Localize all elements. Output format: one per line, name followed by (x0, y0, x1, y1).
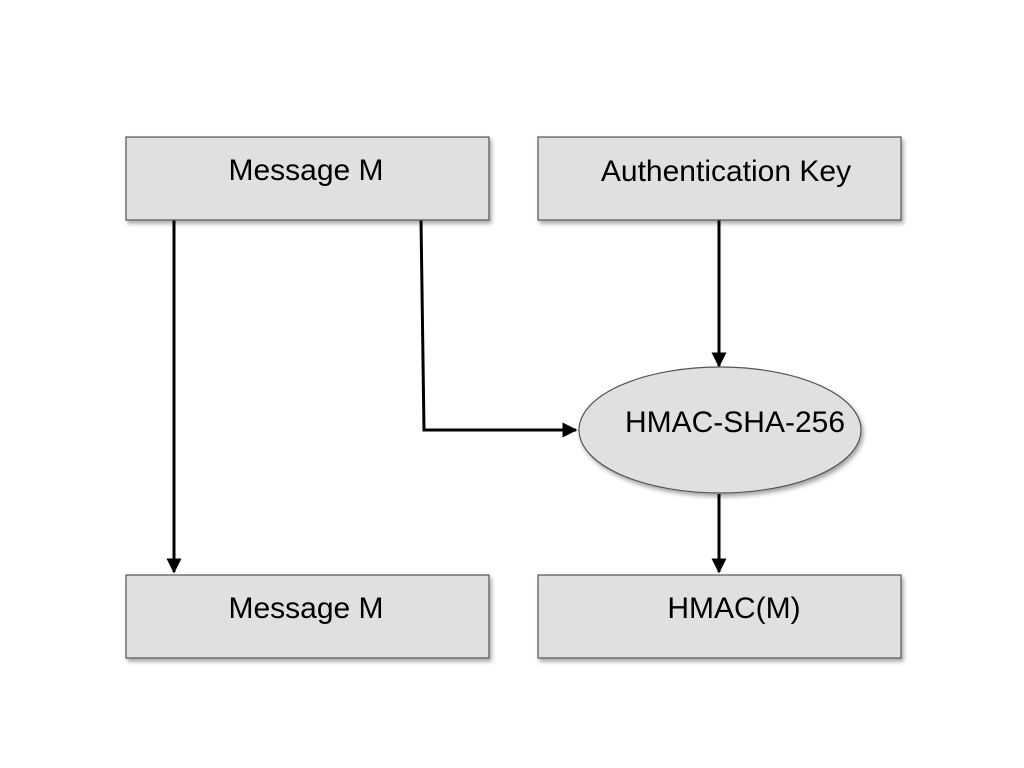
edge-message-to-hmac (419, 219, 578, 438)
hmac-function-label: HMAC-SHA-256 (625, 406, 845, 439)
node-message-input: Message M (125, 136, 490, 221)
message-output-label: Message M (228, 592, 383, 625)
node-message-output: Message M (125, 574, 490, 659)
edges (166, 219, 727, 574)
message-input-label: Message M (228, 154, 383, 187)
node-hmac-function: HMAC-SHA-256 (578, 366, 862, 494)
node-hmac-output: HMAC(M) (537, 574, 902, 659)
node-authentication-key: Authentication Key (537, 136, 902, 221)
authentication-key-label: Authentication Key (601, 155, 851, 188)
hmac-output-label: HMAC(M) (667, 592, 800, 625)
